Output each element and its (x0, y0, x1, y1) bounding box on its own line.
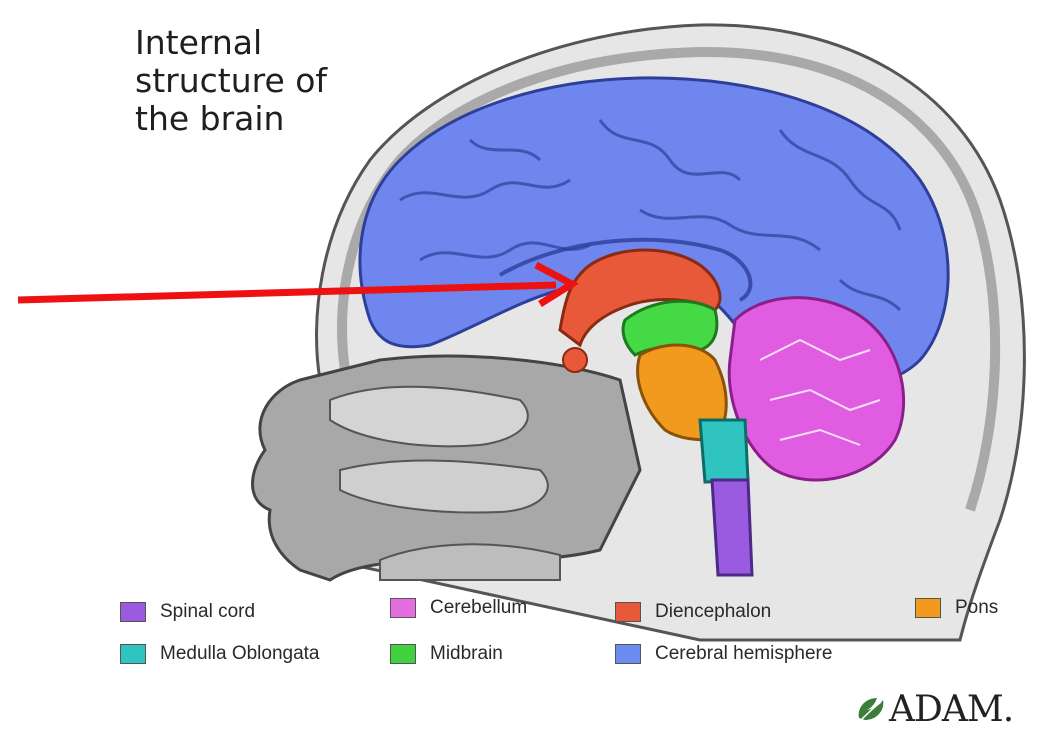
legend-label: Spinal cord (160, 601, 255, 623)
legend-item-pons: Pons (915, 595, 998, 621)
pituitary-shape (563, 348, 587, 372)
legend-item-spinal-cord: Spinal cord (120, 599, 255, 625)
legend-label: Pons (955, 597, 998, 619)
legend-label: Diencephalon (655, 601, 771, 623)
title-line-1: Internal (135, 24, 327, 62)
logo-text: ADAM. (889, 689, 1013, 730)
title-line-3: the brain (135, 100, 327, 138)
title-line-2: structure of (135, 62, 327, 100)
legend: Spinal cord Cerebellum Diencephalon Pons… (120, 595, 1020, 675)
medulla-shape (700, 420, 748, 482)
medulla-swatch (120, 644, 146, 664)
spinal-cord-shape (712, 480, 752, 575)
legend-item-cerebellum: Cerebellum (390, 595, 527, 621)
face-region (253, 356, 641, 580)
legend-label: Cerebellum (430, 597, 527, 619)
legend-item-midbrain: Midbrain (390, 641, 503, 667)
cerebral-hemisphere-swatch (615, 644, 641, 664)
leaf-logo-icon (855, 694, 889, 724)
diagram-title: Internal structure of the brain (135, 24, 327, 138)
adam-logo: ADAM. (855, 688, 1013, 730)
legend-item-medulla-oblongata: Medulla Oblongata (120, 641, 320, 667)
legend-item-cerebral-hemisphere: Cerebral hemisphere (615, 641, 832, 667)
spinal-cord-swatch (120, 602, 146, 622)
pons-swatch (915, 598, 941, 618)
midbrain-swatch (390, 644, 416, 664)
legend-item-diencephalon: Diencephalon (615, 599, 771, 625)
legend-label: Cerebral hemisphere (655, 643, 832, 665)
legend-label: Medulla Oblongata (160, 643, 320, 665)
legend-label: Midbrain (430, 643, 503, 665)
diencephalon-swatch (615, 602, 641, 622)
cerebellum-swatch (390, 598, 416, 618)
